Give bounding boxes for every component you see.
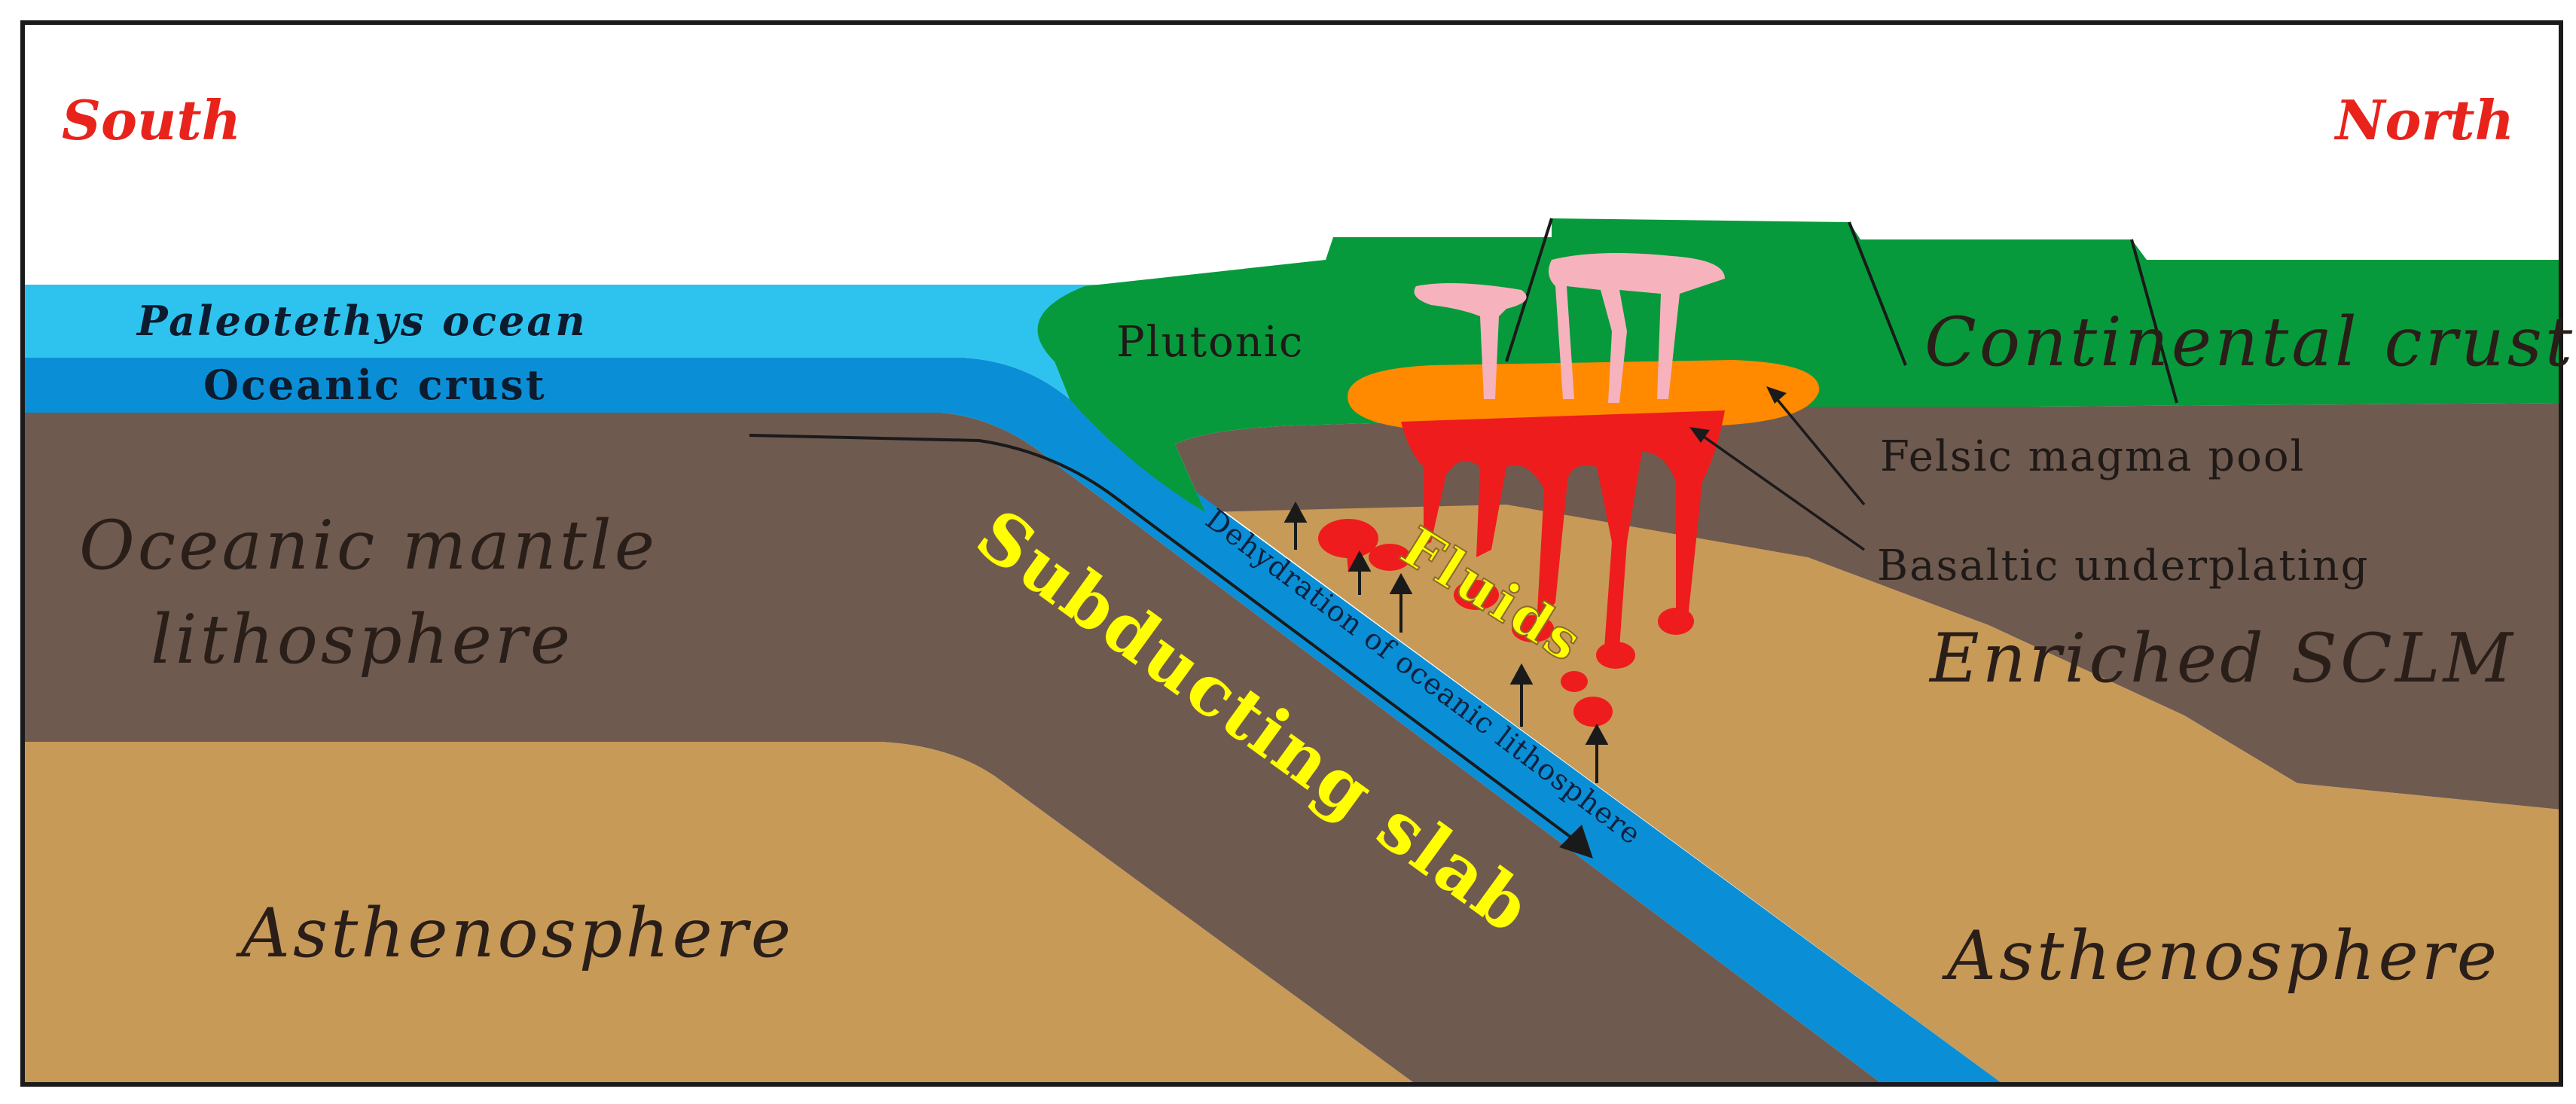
continental-crust-label: Continental crust (1924, 303, 2575, 382)
felsic-magma-pool-leader-arrowhead (1766, 386, 1787, 404)
asthenosphere-left-label: Asthenosphere (236, 894, 794, 973)
enriched-sclm-label: Enriched SCLM (1928, 619, 2516, 698)
subduction-direction-line (749, 434, 1591, 852)
subduction-direction-arrowhead (1559, 825, 1593, 858)
oceanic-crust-label: Oceanic crust (203, 361, 547, 409)
oceanic-crust-layer (23, 358, 2004, 1084)
plutonic-label: Plutonic (1116, 318, 1304, 367)
oceanic-mantle-label-line2: lithosphere (151, 600, 573, 679)
basaltic-underplating-leader-arrowhead (1689, 427, 1710, 443)
felsic-magma-pool-label: Felsic magma pool (1880, 432, 2305, 481)
enriched-sclm-layer (1175, 403, 2561, 810)
asthenosphere-right-layer (1205, 497, 2561, 1084)
oceanic-mantle-label-line1: Oceanic mantle (79, 506, 658, 585)
north-label: North (2334, 88, 2514, 152)
basaltic-underplating-feeders (1318, 410, 1725, 727)
basaltic-underplating-label: Basaltic underplating (1877, 541, 2370, 590)
diagram-frame (20, 20, 2563, 1087)
felsic-magma-pool-leader (1772, 394, 1866, 506)
fluid-arrows (1283, 501, 1609, 783)
paleotethys-ocean-label: Paleotethys ocean (136, 297, 588, 345)
plutons (1414, 253, 1725, 403)
basaltic-underplating-leader (1697, 432, 1866, 551)
crust-fault-lines (1505, 218, 2178, 404)
asthenosphere-left-layer (23, 742, 1416, 1084)
asthenosphere-right-label: Asthenosphere (1942, 916, 2500, 996)
oceanic-mantle-lithosphere (23, 413, 1883, 1084)
paleotethys-ocean-water (23, 285, 1100, 399)
south-label: South (62, 88, 241, 152)
